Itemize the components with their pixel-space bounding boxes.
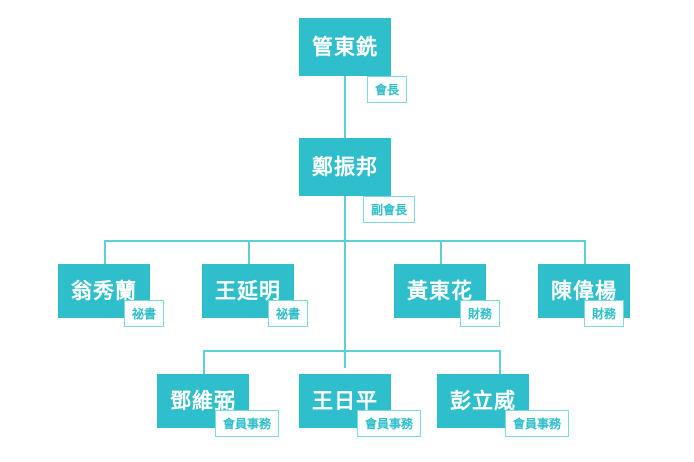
- org-node-name: 王日平: [312, 388, 378, 413]
- connector-level3-bar: [104, 240, 586, 242]
- connector-level4-bar: [203, 350, 501, 352]
- org-node-secretary-2[interactable]: 王延明 祕書: [202, 264, 309, 327]
- org-node-title: 會員事務: [513, 416, 562, 431]
- connector-level3-drop-4: [584, 240, 586, 264]
- org-node-name: 彭立威: [450, 388, 516, 413]
- connector-level3-drop-1: [104, 240, 106, 264]
- connector-level4-drop-3: [499, 350, 501, 374]
- connector-level4-drop-1: [203, 350, 205, 374]
- org-node-name: 黃東花: [407, 278, 473, 303]
- org-node-member-affairs-3[interactable]: 彭立威 會員事務: [437, 374, 570, 437]
- org-node-vice-chairman[interactable]: 鄭振邦 副會長: [299, 138, 416, 223]
- org-node-finance-1[interactable]: 黃東花 財務: [394, 264, 501, 327]
- org-node-title-badge: 副會長: [363, 196, 416, 223]
- org-node-name: 翁秀蘭: [71, 278, 137, 303]
- org-node-title: 祕書: [276, 306, 301, 321]
- org-node-name: 管東銑: [312, 34, 378, 59]
- connector-level3-drop-3: [440, 240, 442, 264]
- org-node-member-affairs-2[interactable]: 王日平 會員事務: [299, 374, 422, 437]
- org-node-title-badge: 祕書: [124, 300, 165, 327]
- connector-vice-spine: [344, 196, 346, 368]
- org-node-title: 副會長: [371, 202, 408, 217]
- org-node-title-badge: 財務: [460, 300, 501, 327]
- org-node-secretary-1[interactable]: 翁秀蘭 祕書: [58, 264, 165, 327]
- org-node-chairman[interactable]: 管東銑 會長: [299, 18, 408, 103]
- org-node-title-badge: 會員事務: [357, 410, 422, 437]
- org-node-box: 管東銑: [299, 18, 391, 76]
- org-node-member-affairs-1[interactable]: 鄧維弼 會員事務: [157, 374, 280, 437]
- org-node-box: 黃東花: [394, 264, 486, 318]
- org-node-title: 財務: [468, 306, 493, 321]
- connector-level3-drop-2: [248, 240, 250, 264]
- org-node-box: 翁秀蘭: [58, 264, 150, 318]
- org-node-name: 鄧維弼: [170, 388, 236, 413]
- org-node-name: 陳偉楊: [551, 278, 617, 303]
- org-node-title-badge: 祕書: [268, 300, 309, 327]
- org-node-title-badge: 會員事務: [215, 410, 280, 437]
- org-node-name: 鄭振邦: [312, 154, 378, 179]
- org-node-title: 會員事務: [223, 416, 272, 431]
- org-node-title: 會長: [375, 82, 400, 97]
- connector-chairman-to-vice: [344, 76, 346, 138]
- org-node-name: 王延明: [215, 278, 281, 303]
- org-node-title-badge: 會長: [367, 76, 408, 103]
- org-node-title-badge: 會員事務: [505, 410, 570, 437]
- org-node-title: 財務: [592, 306, 617, 321]
- org-node-title-badge: 財務: [584, 300, 625, 327]
- org-node-finance-2[interactable]: 陳偉楊 財務: [538, 264, 630, 327]
- org-node-box: 王延明: [202, 264, 294, 318]
- org-node-box: 鄭振邦: [299, 138, 391, 196]
- org-node-title: 會員事務: [365, 416, 414, 431]
- org-node-title: 祕書: [132, 306, 157, 321]
